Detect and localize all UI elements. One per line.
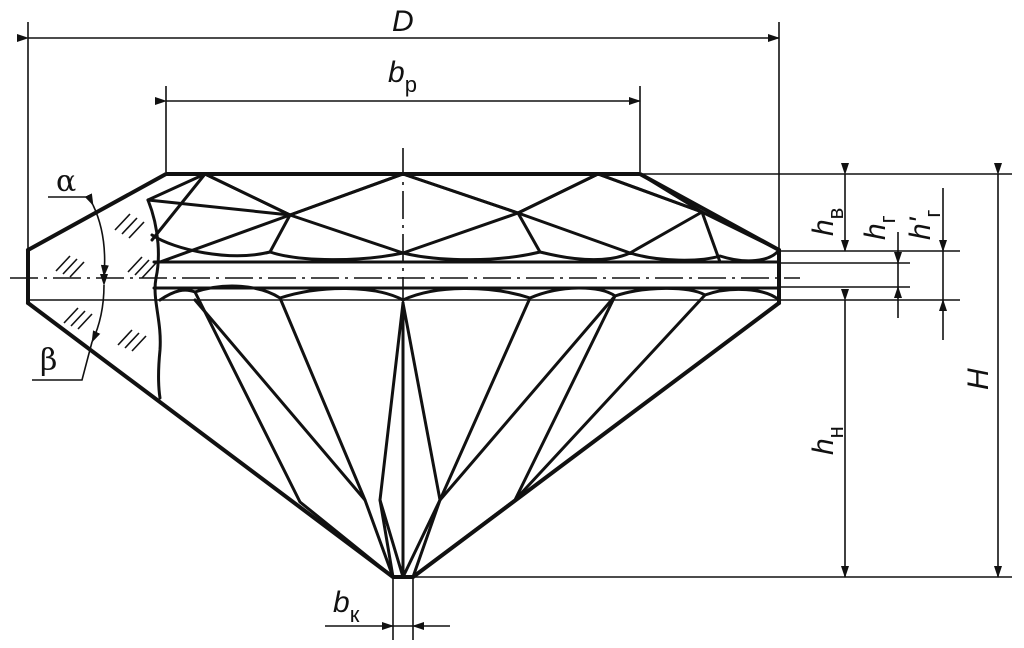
- crown-facets: [146, 172, 781, 264]
- label-hg: hг: [859, 215, 900, 240]
- section-cut: [55, 198, 162, 400]
- label-hg-prime: h'г: [904, 210, 945, 240]
- label-D: D: [392, 5, 414, 38]
- svg-text:hг: hг: [859, 215, 900, 240]
- label-bk: bк: [333, 586, 360, 627]
- label-beta: β: [40, 343, 57, 378]
- svg-text:hн: hн: [807, 426, 848, 455]
- label-hv: hв: [807, 208, 848, 236]
- svg-text:hв: hв: [807, 208, 848, 236]
- label-alpha: α: [56, 164, 76, 199]
- center-lines: [10, 148, 800, 578]
- extension-lines: [27, 22, 1012, 640]
- label-H: H: [962, 368, 995, 390]
- angle-markings: [32, 193, 109, 381]
- svg-text:H: H: [962, 368, 995, 390]
- dimension-lines: [17, 34, 1002, 630]
- label-hn: hн: [807, 426, 848, 455]
- labels: D bр bк α β hв hг h'г hн H: [40, 5, 995, 627]
- label-bp: bр: [388, 56, 417, 97]
- pavilion-facets: [158, 284, 781, 579]
- svg-text:h'г: h'г: [904, 210, 945, 240]
